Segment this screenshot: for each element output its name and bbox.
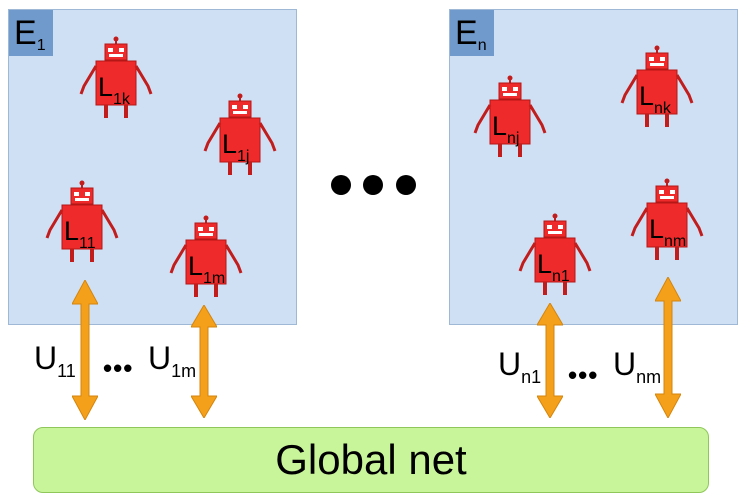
link-arrow-unm bbox=[655, 277, 681, 418]
robot-icon bbox=[630, 178, 704, 260]
global-net-bar: Global net bbox=[33, 427, 709, 493]
robot-label: L1j bbox=[222, 129, 250, 165]
link-ellipsis-left: ••• bbox=[103, 353, 134, 383]
link-ellipsis-right: ••• bbox=[568, 360, 599, 390]
link-arrow-u11 bbox=[72, 280, 98, 420]
robot-label: Lnm bbox=[649, 214, 687, 250]
robot-lnj: Lnj bbox=[470, 75, 550, 165]
robot-l11: L11 bbox=[42, 180, 122, 270]
robot-label: L1m bbox=[188, 251, 226, 287]
robot-l1m: L1m bbox=[166, 215, 246, 305]
link-label-un1: Un1 bbox=[498, 346, 542, 387]
robot-icon bbox=[79, 36, 153, 118]
link-label-unm: Unm bbox=[613, 346, 662, 387]
robot-label: Lnj bbox=[492, 111, 520, 147]
robot-icon bbox=[169, 215, 243, 297]
link-label-u11: U11 bbox=[34, 340, 76, 381]
robot-icon bbox=[620, 45, 694, 127]
robot-label: Lnk bbox=[639, 81, 671, 117]
robot-l1j: L1j bbox=[200, 93, 280, 183]
robot-icon bbox=[518, 213, 592, 295]
robot-l1k: L1k bbox=[76, 36, 156, 126]
link-label-u1m: U1m bbox=[148, 340, 197, 381]
robot-lnm: Lnm bbox=[627, 178, 707, 268]
environment-e1-tag: E1 bbox=[9, 10, 53, 56]
robot-icon bbox=[203, 93, 277, 175]
ellipsis-dots-icon bbox=[331, 175, 416, 195]
link-arrow-un1 bbox=[537, 303, 563, 418]
robot-label: Ln1 bbox=[537, 249, 570, 285]
environment-en-tag: En bbox=[450, 10, 494, 56]
robot-label: L11 bbox=[64, 216, 96, 252]
link-arrow-u1m bbox=[191, 305, 217, 418]
robot-icon bbox=[45, 180, 119, 262]
environment-en: En bbox=[449, 9, 738, 325]
robot-ln1: Ln1 bbox=[515, 213, 595, 303]
global-net-label: Global net bbox=[275, 436, 467, 483]
robot-label: L1k bbox=[98, 72, 130, 108]
robot-lnk: Lnk bbox=[617, 45, 697, 135]
robot-icon bbox=[473, 75, 547, 157]
